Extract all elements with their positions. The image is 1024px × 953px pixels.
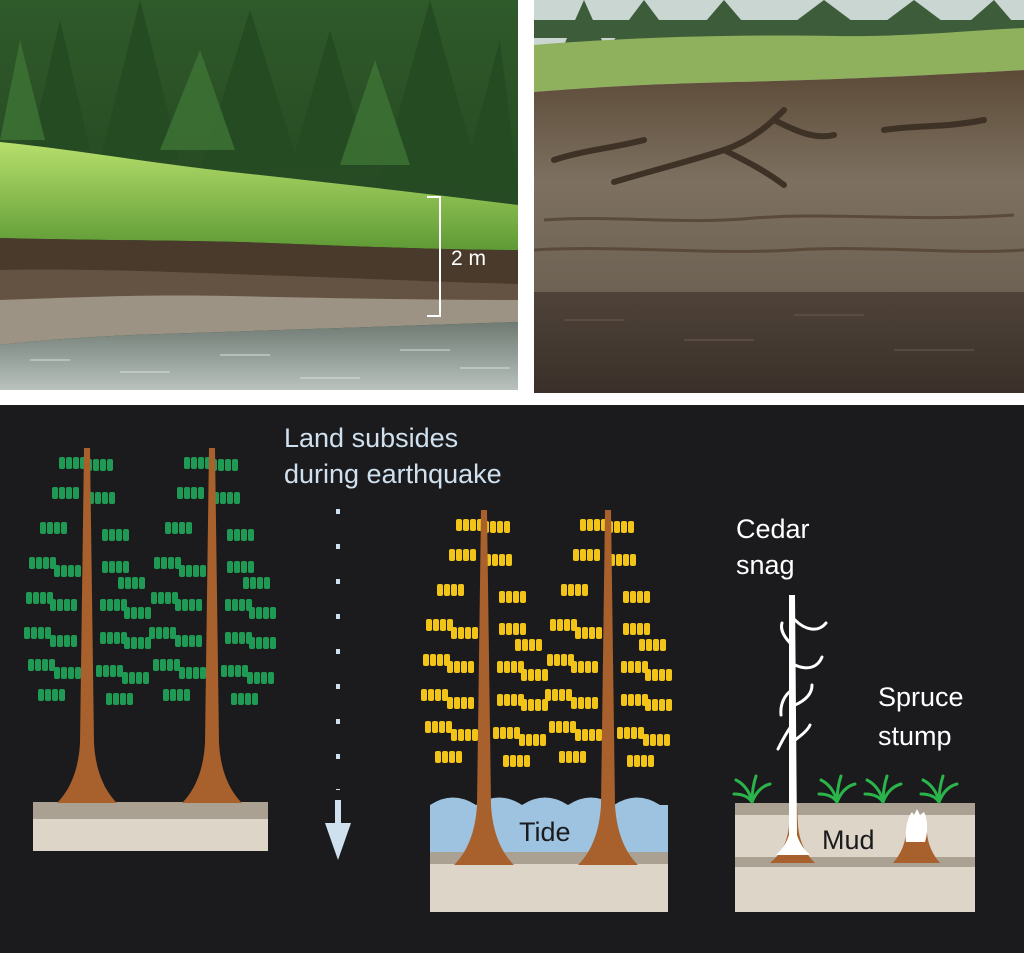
spruce-label-line2: stump bbox=[878, 721, 952, 751]
arrow-caption-line2: during earthquake bbox=[284, 459, 502, 489]
grass-tufts bbox=[732, 774, 959, 804]
mud-label: Mud bbox=[822, 825, 875, 855]
spruce-label-line1: Spruce bbox=[878, 682, 964, 712]
mud-layer bbox=[735, 815, 975, 857]
subsidence-arrow bbox=[325, 509, 351, 860]
ground-buried-layer bbox=[735, 857, 975, 867]
ground-layer bbox=[735, 867, 975, 912]
healthy-spruce-tree-1 bbox=[24, 448, 151, 803]
ground-top-layer bbox=[735, 803, 975, 815]
panel-present-day: Mud Cedar snag Spruce stump bbox=[732, 514, 975, 912]
arrow-caption-line1: Land subsides bbox=[284, 423, 458, 453]
ground-top-layer bbox=[33, 802, 268, 819]
photo-eroding-marsh-bank: 2 m bbox=[0, 0, 518, 390]
spruce-stump bbox=[893, 809, 940, 863]
photo-cutbank-with-buried-roots bbox=[534, 0, 1024, 393]
cedar-label-line1: Cedar bbox=[736, 514, 810, 544]
scale-bar-label: 2 m bbox=[451, 247, 486, 270]
scale-bar bbox=[427, 196, 441, 317]
healthy-spruce-tree-2 bbox=[149, 448, 276, 803]
subsidence-diagram: Land subsides during earthquake Tide bbox=[0, 405, 1024, 953]
cedar-snag bbox=[770, 595, 828, 863]
cedar-label-line2: snag bbox=[736, 550, 795, 580]
panel-before-earthquake bbox=[24, 448, 276, 851]
panel-after-subsidence: Tide bbox=[421, 510, 672, 912]
tide-label: Tide bbox=[519, 817, 571, 847]
ground-layer bbox=[430, 864, 668, 912]
ground-layer bbox=[33, 819, 268, 851]
